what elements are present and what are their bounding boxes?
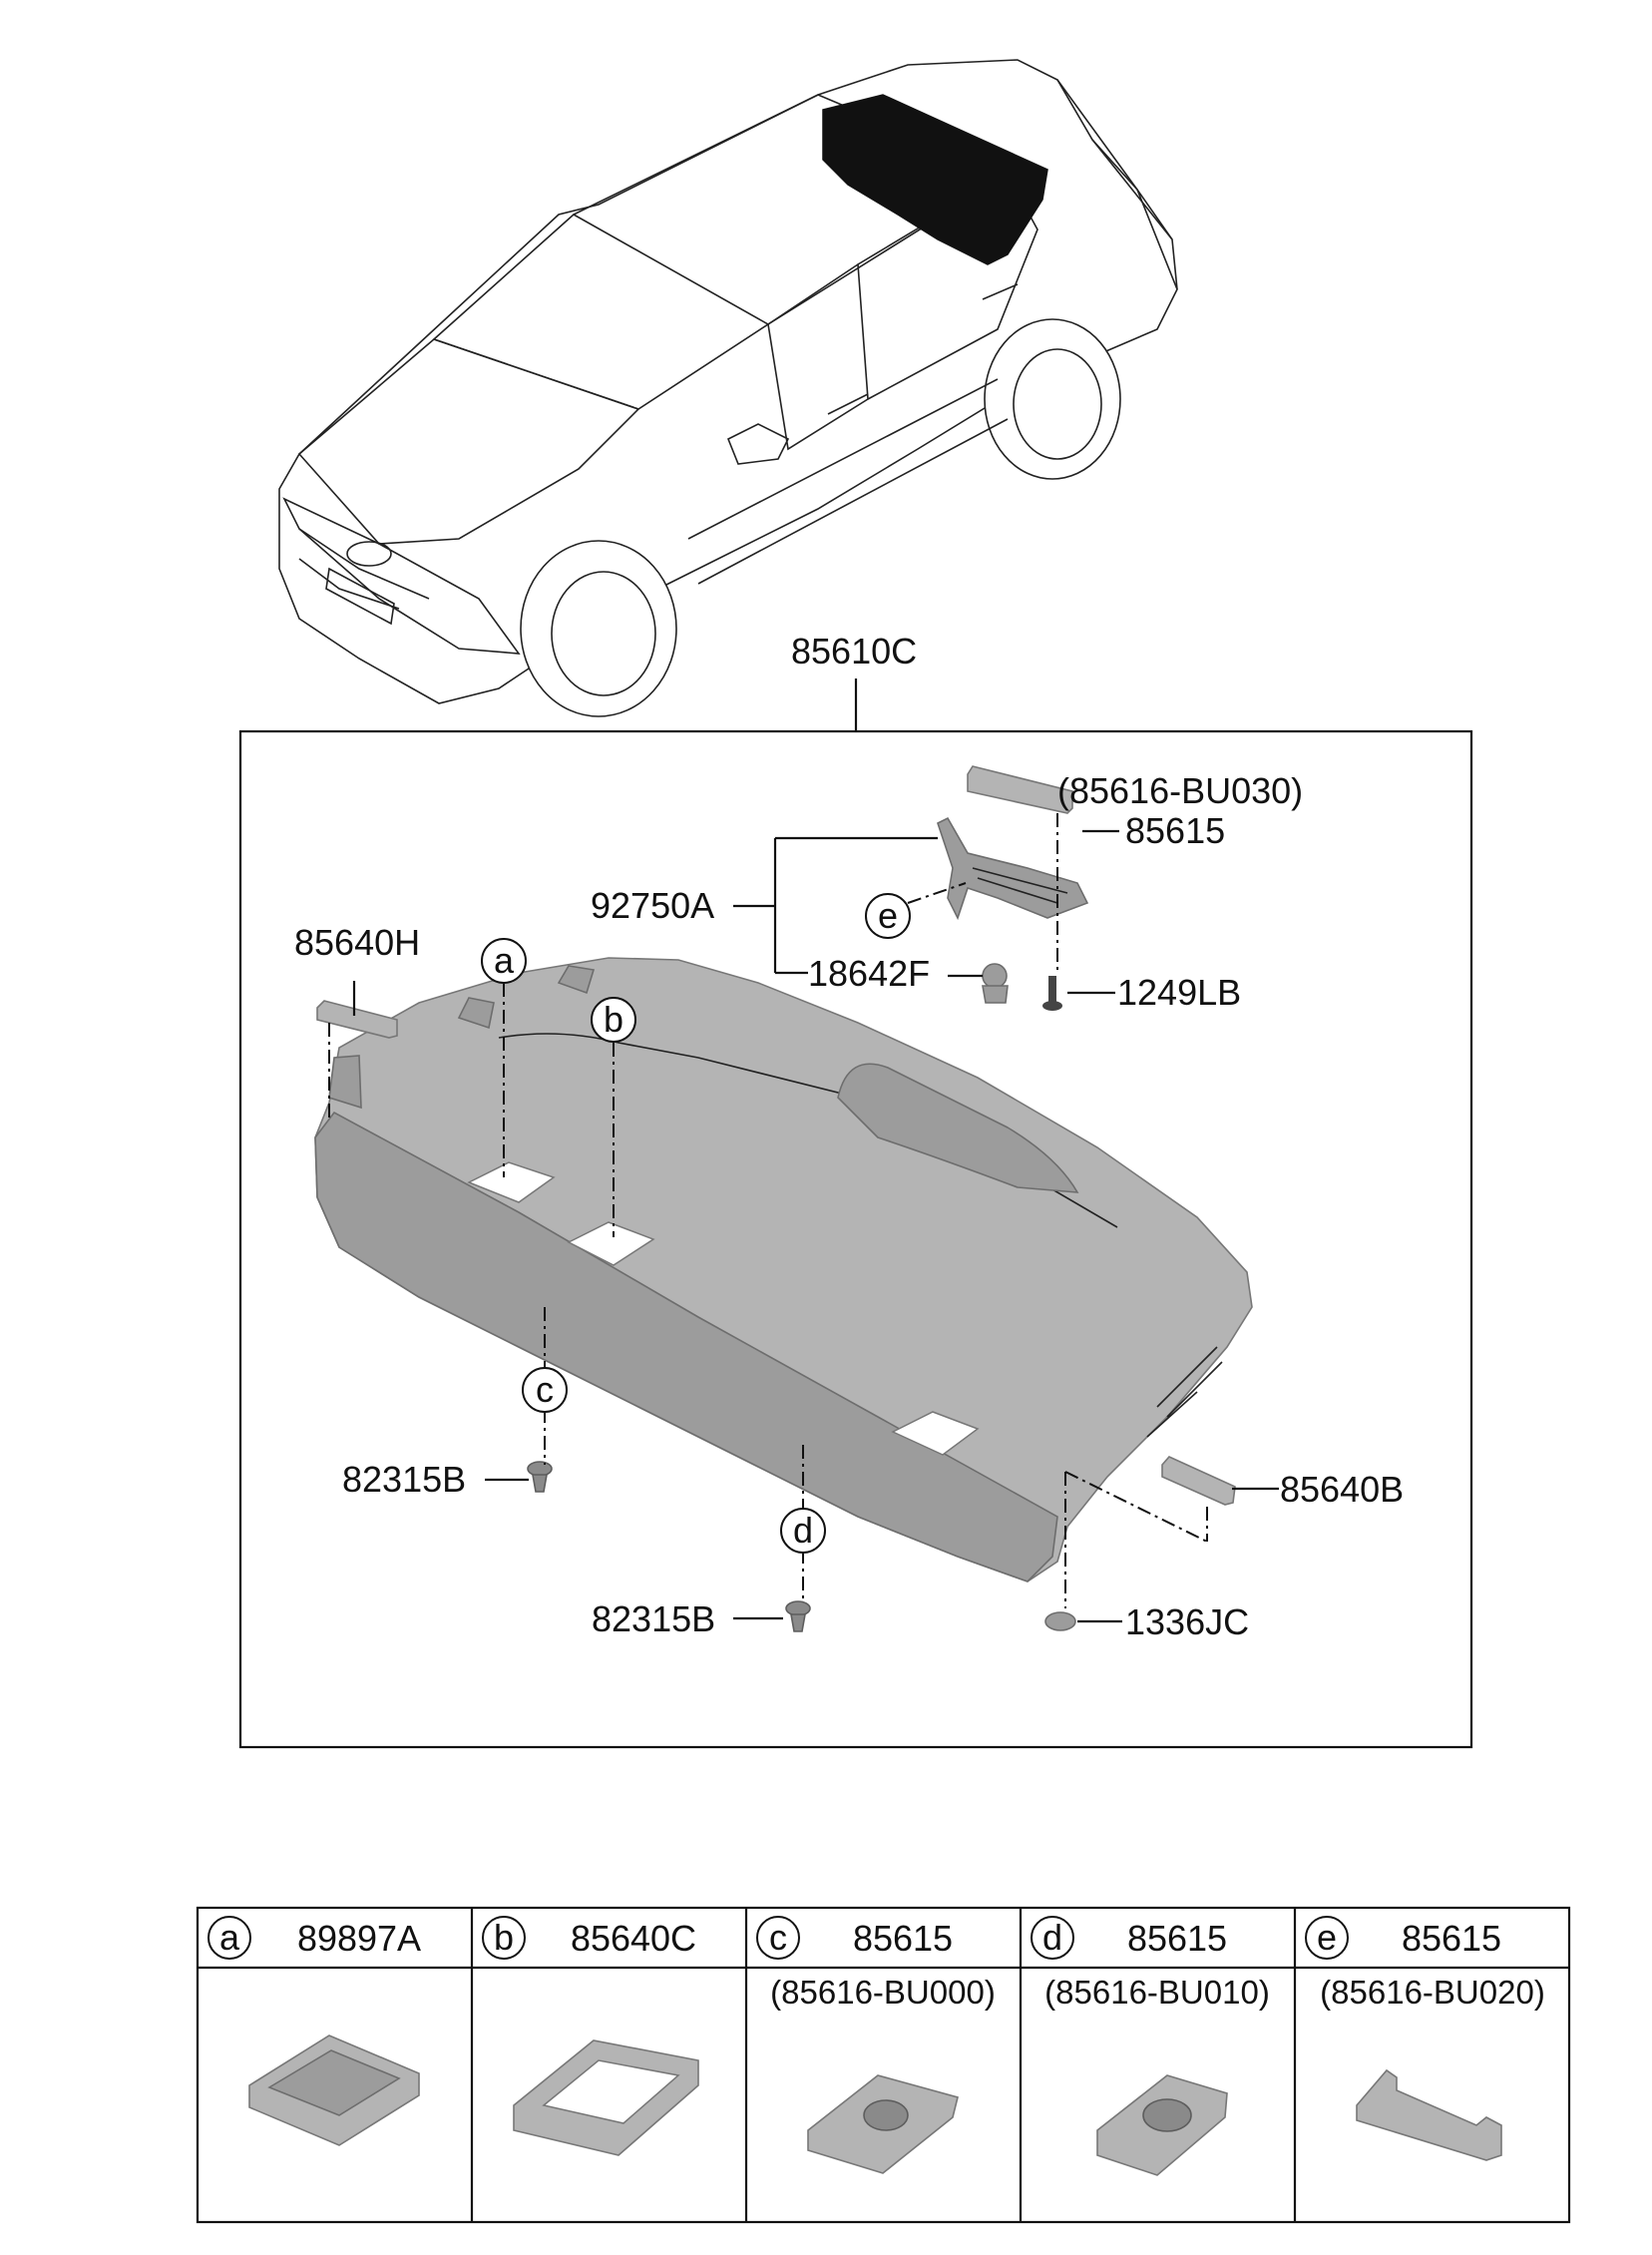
- package-tray-trim: [314, 957, 1253, 1582]
- legend-sub-e: (85616-BU020): [1320, 1974, 1545, 2011]
- marker-d-letter: d: [793, 1510, 813, 1551]
- bulb-18642f: [982, 963, 1009, 1004]
- marker-e-letter: e: [878, 895, 898, 936]
- assembly-label: 85610C: [791, 631, 917, 672]
- legend-letter-b: b: [494, 1917, 514, 1958]
- label-85640h: 85640H: [294, 922, 420, 963]
- label-82315b-center: 82315B: [592, 1598, 715, 1639]
- legend-part-b: 85640C: [571, 1918, 696, 1959]
- legend-letter-a: a: [219, 1917, 240, 1958]
- screw-1249lb: [1042, 976, 1062, 1011]
- label-18642f: 18642F: [808, 953, 930, 994]
- marker-e: e: [865, 893, 911, 939]
- legend-cell-d: d 85615 (85616-BU010): [1031, 1916, 1270, 2176]
- legend-cell-c: c 85615 (85616-BU000): [756, 1916, 996, 2174]
- legend-part-c: 85615: [853, 1918, 953, 1959]
- marker-d: d: [780, 1508, 826, 1554]
- label-85640b: 85640B: [1280, 1469, 1404, 1510]
- marker-a-letter: a: [494, 940, 515, 981]
- legend-letter-c: c: [769, 1917, 787, 1958]
- bracket-92750a: [937, 816, 1089, 921]
- label-82315b-left: 82315B: [342, 1459, 466, 1500]
- label-92750a: 92750A: [591, 885, 714, 926]
- car-illustration: [278, 59, 1178, 717]
- washer-1336jc: [1044, 1611, 1076, 1631]
- legend-cell-b: b 85640C: [482, 1916, 699, 2156]
- marker-c-letter: c: [536, 1369, 554, 1410]
- legend-letter-e: e: [1317, 1917, 1337, 1958]
- clip-85640h: [316, 1000, 398, 1039]
- label-85615: 85615: [1125, 810, 1225, 851]
- label-85616-bu030: (85616-BU030): [1057, 770, 1303, 811]
- label-1336jc: 1336JC: [1125, 1601, 1249, 1642]
- clip-85616-bu030: [967, 765, 1073, 814]
- legend-cell-e: e 85615 (85616-BU020): [1305, 1916, 1545, 2161]
- legend-part-e: 85615: [1402, 1918, 1501, 1959]
- assembly-frame: [238, 729, 1473, 1749]
- clip-85640b: [1161, 1456, 1236, 1506]
- marker-c: c: [522, 1367, 568, 1413]
- fastener-82315b-center: [785, 1600, 811, 1632]
- legend-cell-a: a 89897A: [207, 1916, 421, 2146]
- marker-b-letter: b: [604, 999, 623, 1040]
- legend-table: a 89897A b 85640C c 85615 (85616-BU000) …: [196, 1906, 1571, 2224]
- legend-part-a: 89897A: [297, 1918, 421, 1959]
- legend-part-d: 85615: [1127, 1918, 1227, 1959]
- label-1249lb: 1249LB: [1117, 972, 1241, 1013]
- fastener-82315b-left: [527, 1461, 553, 1493]
- marker-b: b: [591, 997, 636, 1043]
- cover-85616-bu020-icon: [1356, 2068, 1502, 2161]
- legend-sub-d: (85616-BU010): [1044, 1974, 1270, 2011]
- legend-letter-d: d: [1042, 1917, 1062, 1958]
- legend-sub-c: (85616-BU000): [770, 1974, 996, 2011]
- marker-a: a: [481, 938, 527, 984]
- highlighted-rear-tray: [822, 94, 1048, 265]
